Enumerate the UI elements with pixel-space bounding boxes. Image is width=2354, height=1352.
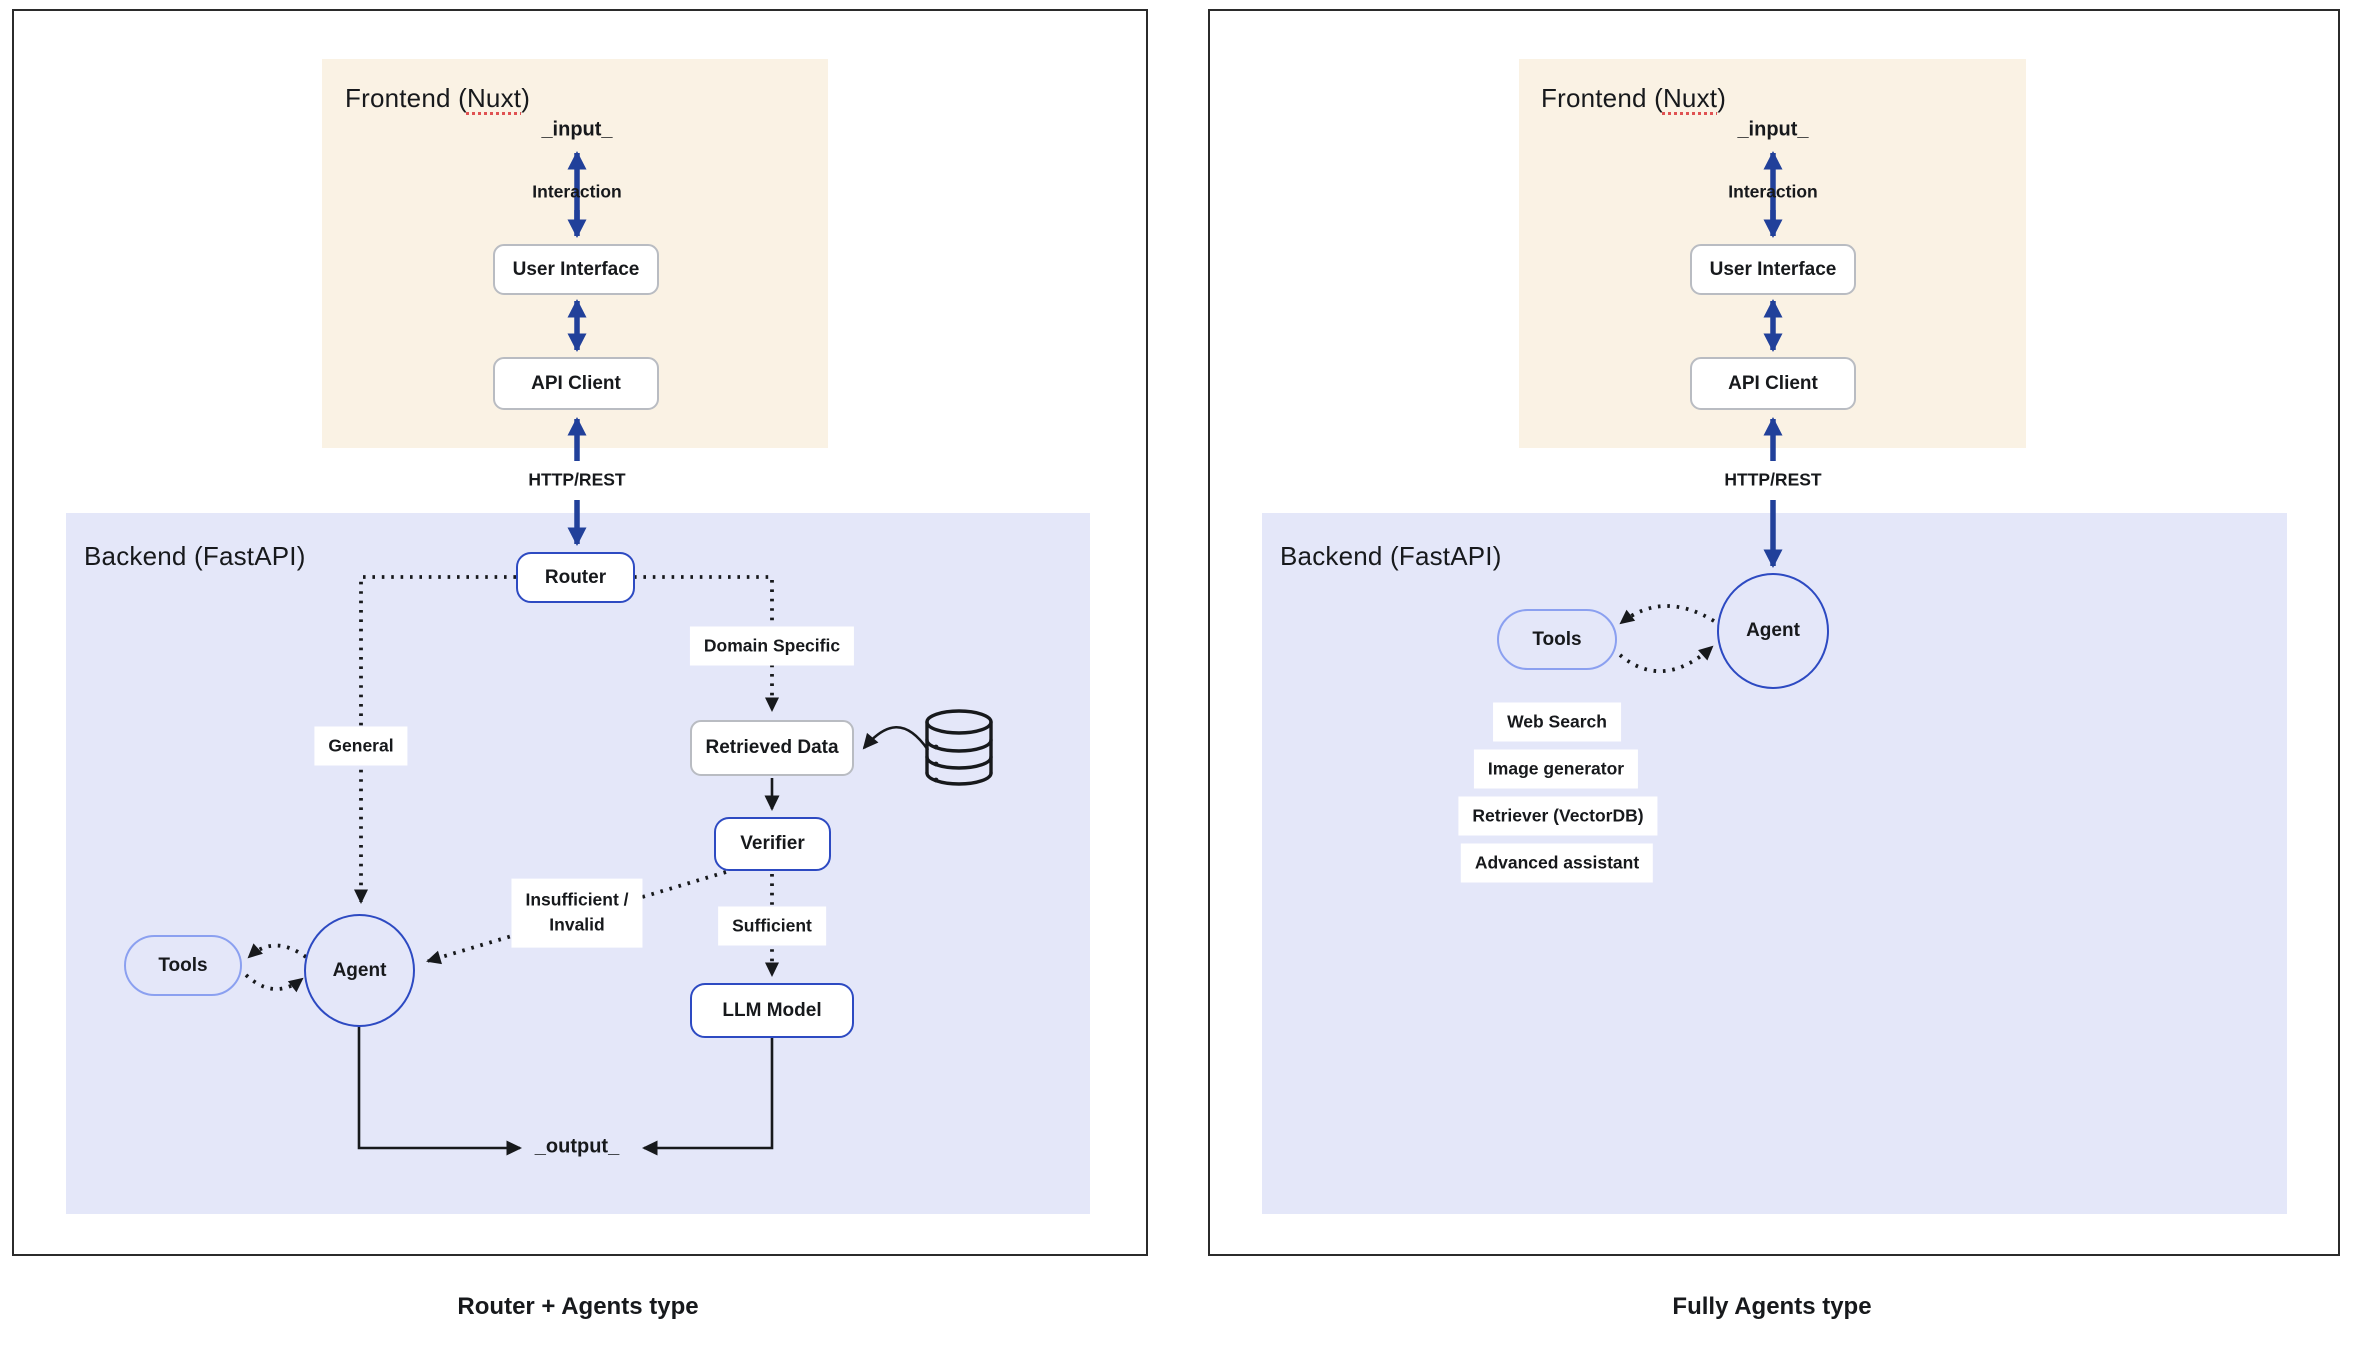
backend-title-left: Backend (FastAPI) — [84, 541, 306, 571]
frontend-title-nuxt: Nuxt — [466, 83, 522, 113]
retrieved-data-node: Retrieved Data — [690, 720, 854, 776]
router-node: Router — [516, 552, 635, 603]
interaction-label-right: Interaction — [1728, 181, 1818, 202]
http-rest-label-left: HTTP/REST — [528, 469, 626, 490]
sufficient-label: Sufficient — [718, 906, 826, 946]
frontend-title-paren: ) — [1717, 83, 1727, 113]
input-label-right: _input_ — [1737, 118, 1809, 141]
agent-node-left: Agent — [304, 914, 415, 1027]
domain-specific-label: Domain Specific — [689, 626, 855, 666]
tool-label-advanced-assistant: Advanced assistant — [1460, 843, 1654, 883]
user-interface-node-left: User Interface — [493, 244, 659, 295]
backend-region-left — [66, 513, 1090, 1214]
output-label: _output_ — [534, 1135, 620, 1158]
api-client-node-right: API Client — [1690, 357, 1856, 410]
api-client-node-left: API Client — [493, 357, 659, 410]
backend-title-right: Backend (FastAPI) — [1280, 541, 1502, 571]
interaction-label-left: Interaction — [532, 181, 622, 202]
verifier-node: Verifier — [714, 817, 831, 871]
tool-label-image-generator: Image generator — [1473, 749, 1639, 789]
frontend-title-left: Frontend (Nuxt) — [345, 83, 530, 114]
tools-node-left: Tools — [124, 935, 242, 996]
frontend-title-text: Frontend ( — [1541, 83, 1663, 113]
input-label-left: _input_ — [541, 118, 613, 141]
caption-router-agents: Router + Agents type — [457, 1293, 699, 1320]
frontend-title-right: Frontend (Nuxt) — [1541, 83, 1726, 114]
http-rest-label-right: HTTP/REST — [1724, 469, 1822, 490]
tool-label-retriever-vectordb: Retriever (VectorDB) — [1458, 796, 1658, 836]
frontend-title-text: Frontend ( — [345, 83, 467, 113]
caption-fully-agents: Fully Agents type — [1672, 1293, 1872, 1320]
insufficient-line1: Insufficient / — [525, 889, 629, 910]
frontend-title-nuxt: Nuxt — [1662, 83, 1718, 113]
tools-node-right: Tools — [1497, 609, 1617, 670]
user-interface-node-right: User Interface — [1690, 244, 1856, 295]
general-label: General — [314, 726, 408, 766]
insufficient-line2: Invalid — [549, 915, 605, 935]
agent-node-right: Agent — [1717, 573, 1829, 689]
insufficient-invalid-label: Insufficient / Invalid — [511, 878, 643, 948]
llm-model-node: LLM Model — [690, 983, 854, 1038]
tool-label-web-search: Web Search — [1493, 702, 1621, 742]
frontend-title-paren: ) — [521, 83, 531, 113]
